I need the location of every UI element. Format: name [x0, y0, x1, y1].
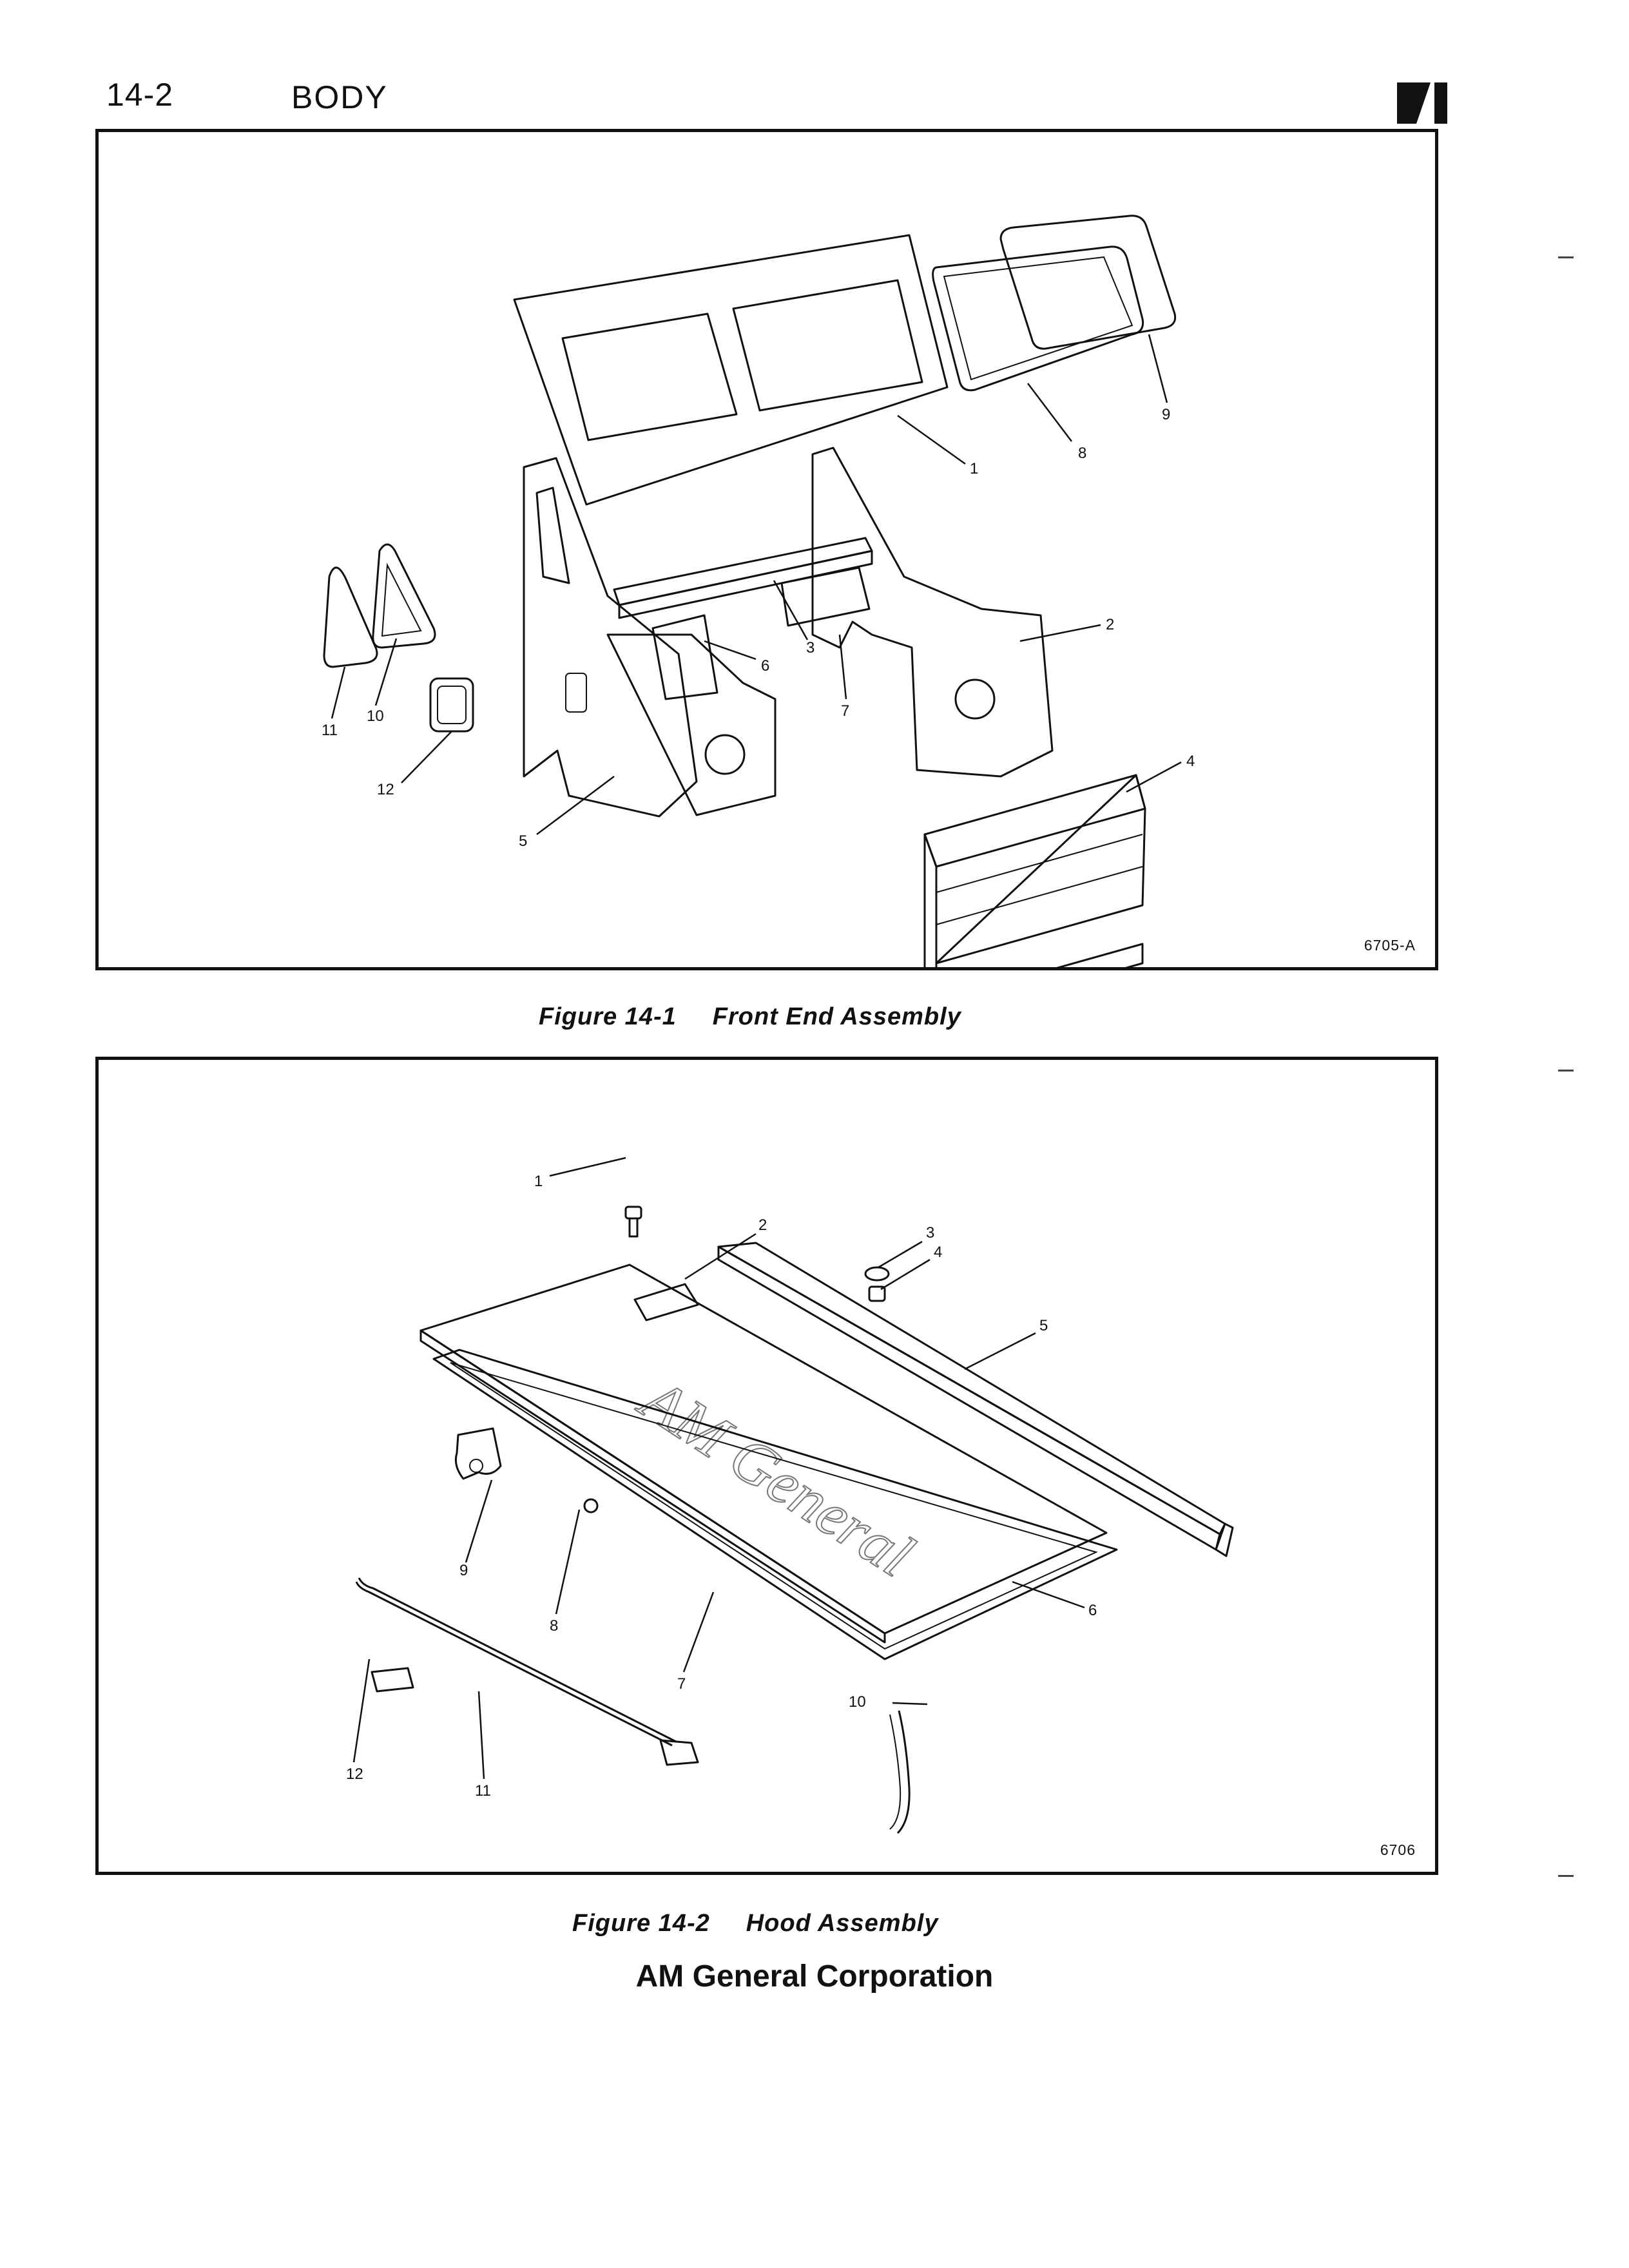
- left-plate: [651, 614, 718, 700]
- callout-10: 10: [849, 1693, 866, 1711]
- ground-strap-edge: [889, 1714, 901, 1830]
- company-footer: AM General Corporation: [635, 1959, 994, 1994]
- margin-tick: [1558, 1070, 1574, 1072]
- callout-1: 1: [970, 460, 978, 477]
- washer: [864, 1266, 890, 1282]
- figure-front-end-assembly: 1 2 3 4 5 6 7 8 9 10 11 12 6705-A: [95, 129, 1438, 970]
- hood-rail: [717, 1242, 1234, 1557]
- side-glass-and-seal: [932, 215, 1177, 392]
- figure-title: Front End Assembly: [712, 1003, 961, 1030]
- hood-lettering: AM General: [627, 1363, 926, 1590]
- drawing-code: 6706: [1380, 1841, 1416, 1858]
- right-cowl-panel: [811, 447, 1054, 778]
- page-number: 14-2: [106, 77, 174, 113]
- callout-8: 8: [550, 1617, 558, 1635]
- bolt: [624, 1206, 642, 1238]
- figure-label: Figure 14-2: [572, 1910, 710, 1937]
- margin-tick: [1558, 1875, 1574, 1877]
- side-window-seal: [372, 543, 436, 649]
- figure-hood-assembly: AM General: [95, 1057, 1438, 1875]
- section-title: BODY: [291, 79, 388, 115]
- margin-tick: [1558, 256, 1574, 258]
- callout-12: 12: [346, 1765, 363, 1783]
- callout-7: 7: [677, 1675, 686, 1693]
- callout-6: 6: [1088, 1602, 1097, 1619]
- vent-cover-inner: [437, 686, 467, 724]
- callout-12: 12: [377, 781, 394, 798]
- callout-3: 3: [926, 1224, 934, 1242]
- callout-3: 3: [806, 639, 815, 657]
- callout-numbers: 1 2 3 4 5 6 7 8 9 10 11 12: [322, 406, 1195, 850]
- windshield-frame: [513, 234, 949, 506]
- publisher-logo-icon: [1397, 82, 1447, 124]
- grille: [923, 774, 1146, 967]
- callout-leaders: [331, 334, 1182, 835]
- callout-9: 9: [459, 1562, 468, 1579]
- callout-numbers: 1 2 3 4 5 6 7 8 9 10 11 12: [346, 1173, 1097, 1800]
- callout-7: 7: [841, 702, 849, 720]
- figure-caption: Figure 14-1 Front End Assembly: [539, 1003, 961, 1031]
- center-plate: [780, 566, 871, 627]
- callout-10: 10: [367, 707, 384, 725]
- callout-11: 11: [322, 722, 338, 739]
- figure-label: Figure 14-1: [539, 1003, 677, 1030]
- ground-strap: [896, 1710, 911, 1834]
- callout-4: 4: [934, 1244, 942, 1261]
- drawing-code: 6705-A: [1364, 937, 1416, 954]
- side-window-glass: [323, 566, 378, 668]
- callout-leaders: [352, 1157, 1085, 1780]
- prop-rod: [355, 1577, 699, 1766]
- bumper: [583, 1498, 599, 1514]
- callout-5: 5: [1039, 1317, 1048, 1334]
- callout-4: 4: [1186, 753, 1195, 770]
- callout-5: 5: [519, 832, 527, 850]
- latch: [454, 1427, 502, 1480]
- callout-9: 9: [1162, 406, 1170, 423]
- callout-2: 2: [1106, 616, 1114, 633]
- nut: [868, 1285, 886, 1302]
- figure-caption: Figure 14-2 Hood Assembly: [572, 1910, 939, 1937]
- hinge: [633, 1283, 699, 1321]
- callout-6: 6: [761, 657, 769, 675]
- callout-11: 11: [475, 1782, 491, 1800]
- callout-1: 1: [534, 1173, 543, 1190]
- callout-8: 8: [1078, 445, 1086, 462]
- side-window-seal-inner: [381, 562, 422, 637]
- hood-exploded-diagram: AM General: [346, 1157, 1234, 1834]
- front-end-exploded-diagram: 1 2 3 4 5 6 7 8 9 10 11 12: [322, 215, 1195, 967]
- callout-2: 2: [758, 1216, 767, 1234]
- hood-seal: [432, 1349, 1118, 1660]
- cross-member: [613, 537, 873, 619]
- left-cowl-panel: [523, 457, 776, 818]
- prop-rod-clip: [371, 1667, 414, 1693]
- hood-panel: AM General: [419, 1264, 1108, 1644]
- figure-title: Hood Assembly: [746, 1910, 939, 1937]
